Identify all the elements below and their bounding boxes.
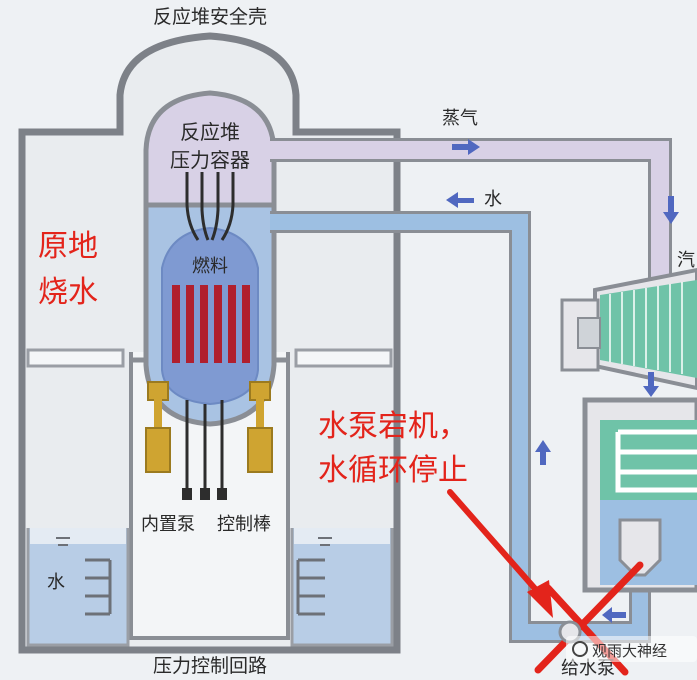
internal-pump-label: 内置泵 (141, 514, 195, 535)
arrow-water-left (446, 192, 474, 208)
left-pool (26, 528, 130, 647)
boil-note-line1: 原地 (38, 229, 98, 264)
right-vent-pipes (296, 558, 325, 616)
right-water-mark (318, 537, 332, 546)
arrow-turbine-down (643, 372, 659, 397)
failure-note-line1: 水泵宕机， (318, 409, 468, 444)
containment-label: 反应堆安全壳 (153, 6, 267, 28)
wechat-icon (572, 641, 588, 657)
left-vent-pipes (85, 558, 112, 616)
left-water-mark (56, 537, 70, 546)
watermark-text: 观雨大神经 (592, 642, 667, 660)
arrow-return-left (602, 607, 626, 623)
failure-note-line2: 水循环停止 (318, 453, 468, 488)
steam-label: 蒸气 (442, 108, 478, 129)
internal-pump-right (247, 381, 273, 473)
right-pool-surface (294, 528, 390, 544)
arrow-steam-down (663, 196, 679, 224)
control-rod-lines (185, 400, 224, 490)
left-pool-surface (30, 528, 126, 544)
vessel-label-line2: 压力容器 (170, 148, 250, 172)
vessel-label-line1: 反应堆 (180, 120, 240, 144)
vessel-steam-dome (143, 90, 277, 208)
arrow-pipe-up (535, 440, 551, 465)
turbine (560, 267, 697, 391)
condenser (582, 397, 697, 593)
steam-right-label: 汽 (677, 250, 695, 271)
control-rods-label: 控制棒 (217, 514, 271, 535)
pool-water-label: 水 (47, 572, 65, 593)
fuel-label: 燃料 (192, 256, 228, 277)
right-ledge (294, 348, 393, 368)
flow-arrows (446, 139, 679, 623)
steam-pipe (270, 141, 669, 285)
control-rod-drives (182, 488, 227, 500)
fuel-rods (172, 285, 250, 363)
internal-pump-left (145, 381, 171, 473)
loop-label: 压力控制回路 (153, 655, 267, 677)
right-pool (290, 528, 394, 647)
left-ledge (26, 348, 125, 368)
water-top-label: 水 (484, 189, 502, 210)
feed-pump-label: 给水泵 (561, 658, 615, 679)
boil-note-line2: 烧水 (38, 275, 98, 310)
watermark: 观雨大神经 (566, 636, 697, 662)
steam-separators (185, 172, 235, 241)
arrow-steam-right (452, 139, 480, 155)
